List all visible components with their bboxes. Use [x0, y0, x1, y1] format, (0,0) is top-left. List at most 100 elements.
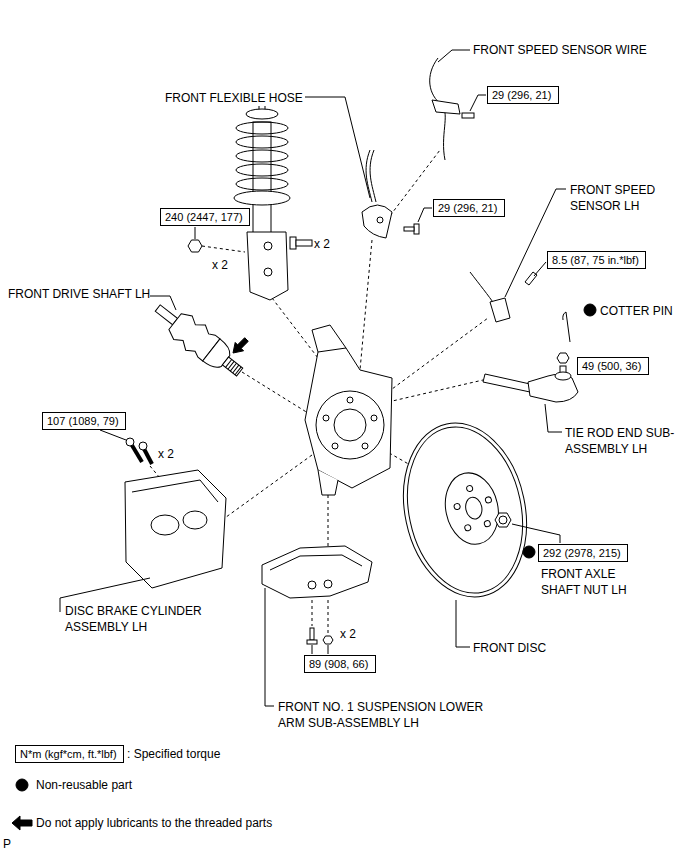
- brake-caliper: [151, 515, 179, 535]
- alignment-line: [328, 495, 329, 548]
- part-label: DISC BRAKE CYLINDER ASSEMBLY LH: [65, 603, 225, 635]
- leader-line: [470, 95, 486, 111]
- speed-sensor: [470, 272, 537, 322]
- leader-line: [534, 262, 546, 276]
- steering-knuckle: [318, 470, 338, 495]
- bolt: [307, 640, 317, 644]
- alignment-line: [312, 600, 313, 626]
- leader-line: [545, 404, 562, 432]
- flexible-hose: [362, 205, 392, 238]
- tie-rod-end: [483, 374, 530, 392]
- bolt: [404, 224, 419, 234]
- part-label: FRONT DRIVE SHAFT LH: [8, 286, 150, 302]
- exploded-view: [12, 50, 596, 830]
- leader-line: [512, 524, 560, 543]
- speed-sensor: [470, 272, 495, 305]
- part-label: x 2: [212, 257, 228, 273]
- brake-caliper: [183, 511, 207, 529]
- axle-nut: [495, 513, 511, 527]
- part-label: x 2: [158, 446, 174, 462]
- leader-line: [438, 50, 470, 62]
- no-lubricant-arrow: [233, 338, 248, 353]
- torque-value: 89 (908, 66): [309, 657, 371, 671]
- strut: [264, 268, 272, 276]
- speed-sensor: [490, 298, 510, 322]
- torque-box: 29 (296, 21): [487, 86, 559, 104]
- tie-rod-end: [483, 366, 578, 402]
- bolt: [404, 227, 414, 231]
- front-disc: [464, 496, 484, 521]
- torque-value: 8.5 (87, 75 in.*lbf): [552, 253, 641, 267]
- lower-arm: [308, 581, 316, 589]
- torque-box: 89 (908, 66): [304, 655, 376, 673]
- leader-line: [100, 430, 126, 440]
- strut: [246, 109, 278, 119]
- torque-box: 49 (500, 36): [577, 357, 649, 375]
- part-label: P: [3, 836, 11, 852]
- front-disc: [464, 524, 471, 531]
- axle-nut: [499, 516, 507, 524]
- brake-caliper: [125, 470, 226, 588]
- leader-line: [505, 189, 566, 297]
- drive-shaft: [148, 295, 250, 384]
- lower-arm: [262, 546, 372, 598]
- leader-line: [195, 227, 196, 239]
- steering-knuckle: [362, 443, 368, 449]
- castle-nut: [557, 353, 569, 363]
- alignment-line: [202, 246, 245, 252]
- part-label: x 2: [340, 626, 356, 642]
- alignment-line: [242, 372, 316, 418]
- alignment-line: [272, 298, 318, 358]
- bolt: [126, 438, 152, 464]
- front-disc: [466, 485, 473, 492]
- torque-value: N*m (kgf*cm, ft.*lbf): [20, 747, 119, 761]
- drive-shaft: [226, 360, 242, 375]
- part-label: FRONT AXLE SHAFT NUT LH: [541, 566, 651, 598]
- bolt: [290, 237, 312, 249]
- drive-shaft: [222, 357, 242, 376]
- steering-knuckle: [334, 409, 366, 441]
- strut: [234, 191, 290, 205]
- lower-arm: [262, 546, 372, 598]
- torque-box: 292 (2978, 215): [538, 544, 628, 562]
- legend-text: : Specified torque: [127, 746, 220, 762]
- torque-box: N*m (kgf*cm, ft.*lbf): [15, 745, 124, 763]
- torque-box: 107 (1089, 79): [42, 412, 126, 430]
- torque-box: 8.5 (87, 75 in.*lbf): [547, 251, 646, 269]
- sensor-wire: [430, 58, 474, 160]
- strut: [247, 232, 288, 300]
- tie-rod-end: [528, 374, 578, 402]
- front-disc: [454, 503, 461, 510]
- strut: [234, 102, 290, 300]
- strut: [236, 122, 288, 134]
- torque-box: 29 (296, 21): [433, 199, 505, 217]
- bolt: [323, 636, 333, 644]
- steering-knuckle: [305, 348, 392, 488]
- front-disc: [485, 496, 492, 503]
- torque-value: 29 (296, 21): [492, 88, 554, 102]
- part-label: FRONT DISC: [473, 640, 546, 656]
- steering-knuckle: [312, 325, 346, 352]
- leader-line: [456, 600, 470, 647]
- steering-knuckle: [332, 443, 338, 449]
- bolt: [139, 442, 147, 450]
- strut: [236, 178, 288, 190]
- leader-line: [328, 645, 329, 654]
- non-reusable-mark: [584, 304, 596, 316]
- alignment-line: [328, 600, 329, 633]
- part-label: FRONT SPEED SENSOR WIRE: [473, 42, 647, 58]
- sensor-wire: [462, 113, 474, 118]
- torque-box: 240 (2447, 177): [160, 208, 250, 226]
- strut: [236, 150, 288, 162]
- legend-arrow-symbol: [12, 816, 32, 830]
- leader-line: [150, 296, 176, 310]
- tie-rod-end: [555, 372, 571, 380]
- front-disc: [388, 411, 542, 608]
- non-reusable-mark: [523, 546, 535, 558]
- bolt: [310, 628, 314, 640]
- strut: [236, 164, 288, 176]
- part-label: FRONT FLEXIBLE HOSE: [165, 90, 303, 106]
- steering-knuckle: [323, 415, 329, 421]
- front-disc: [439, 468, 505, 549]
- steering-knuckle: [305, 325, 392, 495]
